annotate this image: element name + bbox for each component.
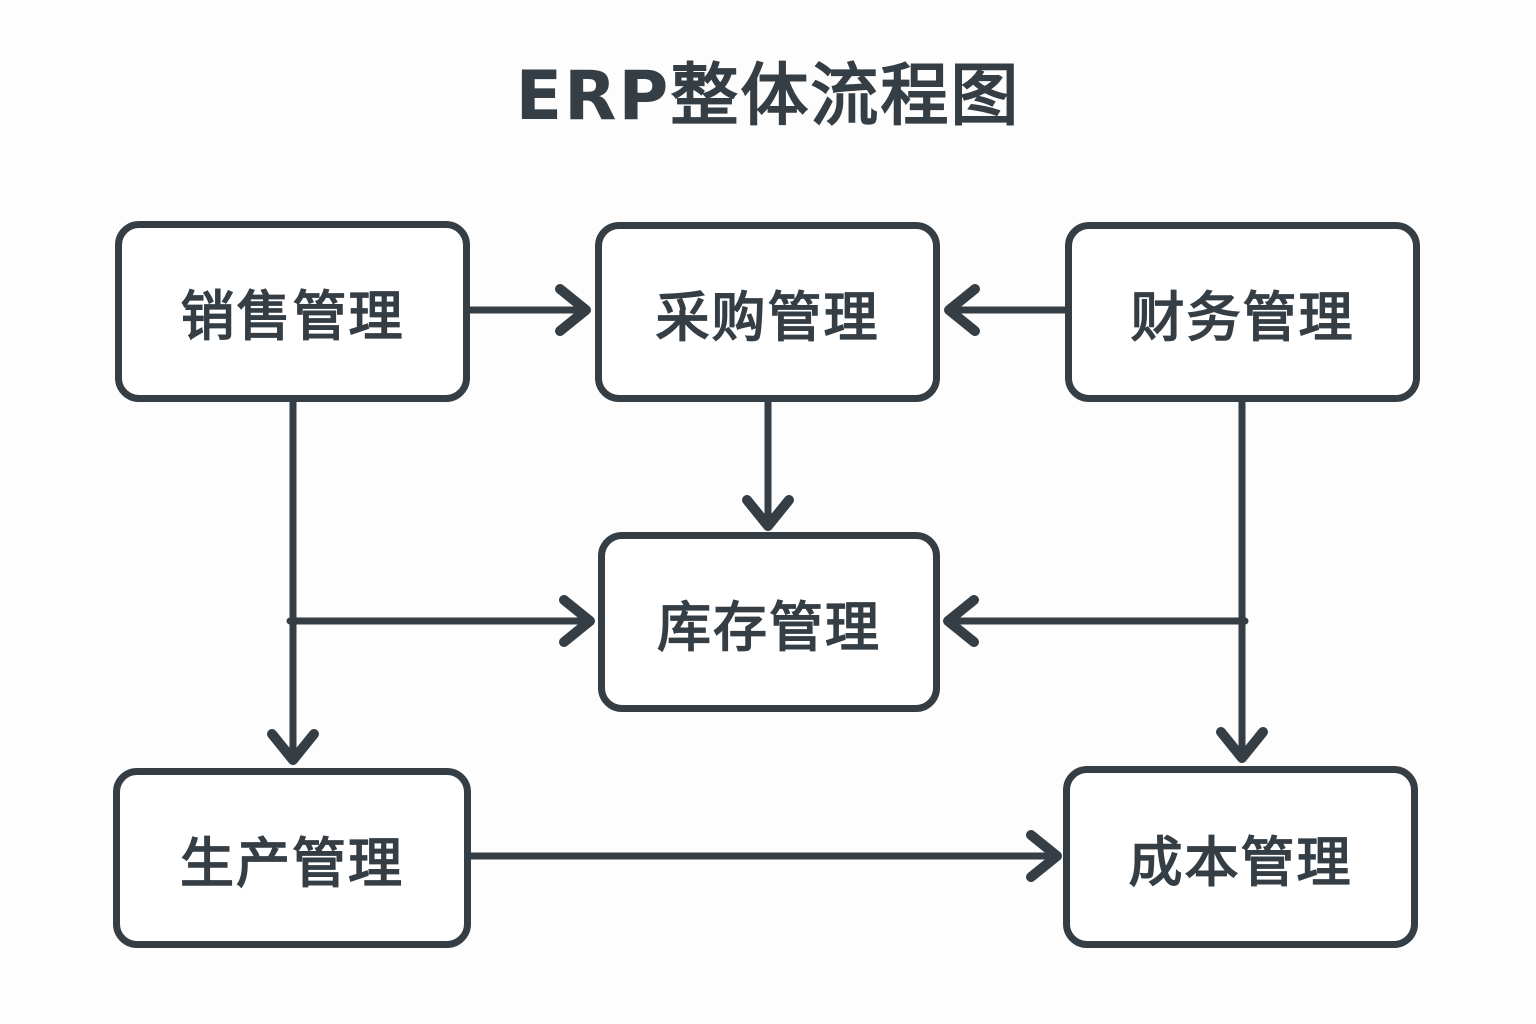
arrow-sales-to-inventory bbox=[286, 595, 595, 647]
node-finance-label: 财务管理 bbox=[1130, 285, 1355, 349]
arrow-sales-to-production bbox=[267, 396, 319, 765]
node-cost-management: 成本管理 bbox=[1063, 766, 1418, 948]
arrow-finance-to-purchase bbox=[944, 284, 1071, 336]
node-inventory-label: 库存管理 bbox=[657, 595, 881, 659]
arrow-production-to-cost bbox=[465, 830, 1062, 882]
diagram-title: ERP整体流程图 bbox=[515, 57, 1021, 136]
arrow-finance-to-cost bbox=[1216, 396, 1268, 763]
arrow-finance-to-inventory bbox=[943, 595, 1249, 647]
node-inventory-management: 库存管理 bbox=[598, 532, 940, 712]
arrow-purchase-to-inventory bbox=[742, 396, 794, 531]
node-sales-label: 销售管理 bbox=[180, 285, 405, 348]
arrow-sales-to-purchase bbox=[464, 284, 591, 336]
node-production-management: 生产管理 bbox=[113, 768, 471, 948]
node-purchase-management: 采购管理 bbox=[595, 222, 940, 402]
node-production-label: 生产管理 bbox=[180, 831, 404, 895]
node-purchase-label: 采购管理 bbox=[655, 285, 880, 349]
node-cost-label: 成本管理 bbox=[1128, 830, 1353, 894]
node-sales-management: 销售管理 bbox=[115, 221, 470, 402]
node-finance-management: 财务管理 bbox=[1065, 222, 1420, 402]
